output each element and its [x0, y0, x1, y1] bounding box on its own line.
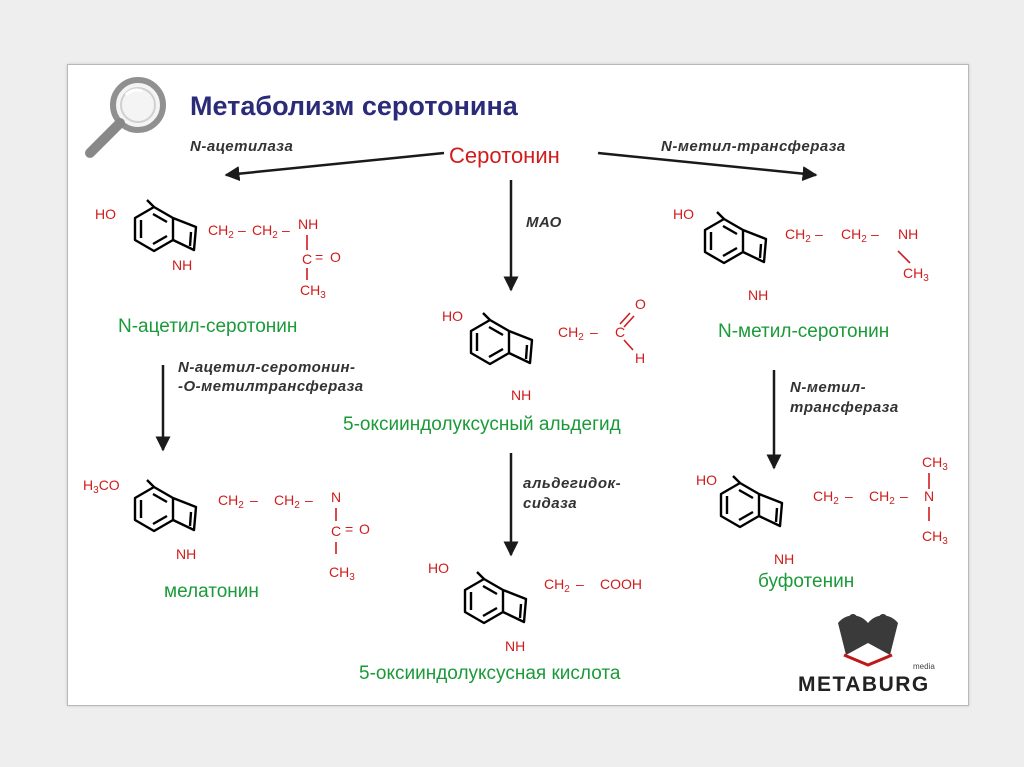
structure-n-methyl-serotonin: HO NH CH2 – CH2 – NH CH3	[673, 206, 929, 303]
arrow-to-n-methyl	[597, 151, 818, 182]
bond-dash: –	[282, 222, 290, 238]
atom-h: H	[635, 350, 645, 366]
indole-ring	[703, 211, 768, 265]
atom-o: O	[330, 249, 341, 265]
atom-c: C	[331, 523, 341, 539]
group-ch2: CH2	[218, 492, 244, 511]
enzyme-methyl-line2: трансфераза	[790, 399, 899, 416]
structure-acid: HO NH CH2 – COOH	[428, 560, 642, 654]
group-ch2: CH2	[813, 488, 839, 507]
bond-dash: –	[871, 226, 879, 242]
group-nh: NH	[505, 638, 525, 654]
group-ho: HO	[428, 560, 449, 576]
double-bond: =	[345, 521, 353, 537]
logo-emblem-icon	[838, 614, 898, 667]
structure-n-acetyl-serotonin: HO NH CH2 – CH2 – NH C = O CH3	[95, 199, 341, 301]
group-ch3: CH3	[922, 454, 948, 473]
enzyme-mao: МАО	[526, 214, 562, 231]
structure-aldehyde: HO NH CH2 – C O H	[442, 296, 646, 403]
group-ho: HO	[696, 472, 717, 488]
group-nh: NH	[511, 387, 531, 403]
group-ch3: CH3	[300, 282, 326, 301]
compound-n-acetyl-serotonin: N-ацетил-серотонин	[118, 316, 297, 337]
compound-aldehyde: 5-оксииндолуксусный альдегид	[343, 414, 621, 435]
enzyme-acetyl-line1: N-ацетил-серотонин-	[178, 359, 356, 376]
double-bond: =	[315, 249, 323, 265]
group-cooh: COOH	[600, 576, 642, 592]
structure-melatonin: H3CO NH CH2 – CH2 – N C = O CH3	[83, 477, 370, 583]
logo-brand: METABURG	[798, 673, 930, 696]
arrow-to-n-acetyl	[224, 151, 445, 182]
group-ch2: CH2	[208, 222, 234, 241]
enzyme-acetyl-line2: -О-метилтрансфераза	[178, 378, 364, 395]
group-nh: NH	[774, 551, 794, 567]
indole-ring	[719, 475, 784, 529]
bond-dash: –	[815, 226, 823, 242]
bond-dash: –	[238, 222, 246, 238]
group-ch3: CH3	[922, 528, 948, 547]
group-ch2: CH2	[841, 226, 867, 245]
atom-n: N	[331, 489, 341, 505]
indole-ring	[469, 312, 534, 366]
slide: Метаболизм серотонина Серотонин N-ацетил…	[67, 64, 969, 706]
group-ch3: CH3	[903, 265, 929, 284]
atom-c: C	[302, 251, 312, 267]
group-ch2: CH2	[252, 222, 278, 241]
enzyme-methyl-line1: N-метил-	[790, 379, 866, 396]
group-nh: NH	[172, 257, 192, 273]
enzyme-n-methyltransferase: N-метил-трансфераза	[661, 138, 846, 155]
compound-acid: 5-оксииндолуксусная кислота	[359, 663, 621, 684]
compound-melatonin: мелатонин	[164, 581, 259, 602]
magnifier-icon	[85, 77, 166, 158]
logo-media: media	[913, 662, 935, 671]
group-nh: NH	[176, 546, 196, 562]
enzyme-n-acetylase: N-ацетилаза	[190, 138, 293, 155]
indole-ring	[133, 479, 198, 533]
group-ch2: CH2	[274, 492, 300, 511]
compound-n-methyl-serotonin: N-метил-серотонин	[718, 321, 889, 342]
bond-dash: –	[250, 492, 258, 508]
metaburg-logo: media METABURG	[798, 614, 935, 696]
group-ho: HO	[673, 206, 694, 222]
group-ho: HO	[95, 206, 116, 222]
group-ch2: CH2	[544, 576, 570, 595]
enzyme-aldehyde-line2: сидаза	[523, 495, 577, 512]
group-nh: NH	[298, 216, 318, 232]
page-title: Метаболизм серотонина	[190, 91, 519, 121]
atom-o: O	[359, 521, 370, 537]
atom-c: C	[615, 324, 625, 340]
atom-n: N	[924, 488, 934, 504]
group-ch2: CH2	[558, 324, 584, 343]
group-h3co: H3CO	[83, 477, 120, 496]
group-ch2: CH2	[785, 226, 811, 245]
bond-dash: –	[590, 324, 598, 340]
enzyme-aldehyde-line1: альдегидок-	[523, 475, 621, 492]
compound-bufotenin: буфотенин	[758, 571, 854, 592]
bond-dash: –	[845, 488, 853, 504]
indole-ring	[133, 199, 198, 253]
metabolism-diagram: Метаболизм серотонина Серотонин N-ацетил…	[83, 77, 948, 696]
atom-o: O	[635, 296, 646, 312]
group-nh: NH	[898, 226, 918, 242]
bond-dash: –	[576, 576, 584, 592]
indole-ring	[463, 571, 528, 625]
bond-dash: –	[305, 492, 313, 508]
serotonin-label: Серотонин	[449, 143, 560, 168]
group-nh: NH	[748, 287, 768, 303]
group-ch2: CH2	[869, 488, 895, 507]
bond-dash: –	[900, 488, 908, 504]
group-ho: HO	[442, 308, 463, 324]
group-ch3: CH3	[329, 564, 355, 583]
structure-bufotenin: HO NH CH2 – CH2 – N CH3 CH3	[696, 454, 948, 567]
